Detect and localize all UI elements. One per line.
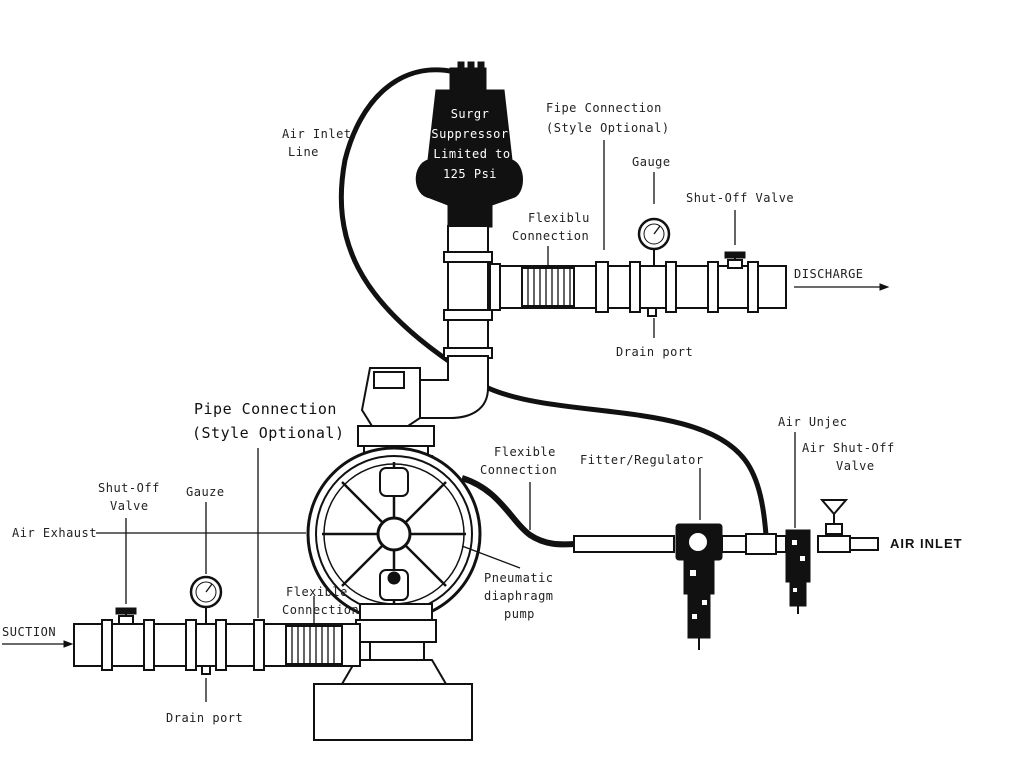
- discharge-line: [489, 217, 787, 317]
- arrow-right-icon: [2, 640, 74, 648]
- flexible-connection-top-label-2: Connection: [512, 229, 589, 243]
- valve-handle-icon: [115, 607, 137, 625]
- pneumatic-diaphragm-pump: [306, 367, 482, 741]
- pneumatic-pump-label-1: Pneumatic: [484, 571, 554, 585]
- flexible-connection-top-label-1: Flexiblu: [528, 211, 590, 225]
- gauge-icon: [637, 217, 671, 266]
- shutoff-valve-left-label-1: Shut-Off: [98, 481, 160, 495]
- flexible-connection-top: [521, 267, 575, 307]
- surge-suppressor-label-1: Surgr: [451, 107, 490, 121]
- surge-suppressor-label-2: Suppressor: [431, 127, 508, 141]
- pipe-connection-top-label-2: (Style Optional): [546, 121, 670, 135]
- suction-label: SUCTION: [2, 625, 56, 639]
- pneumatic-pump-label-3: pump: [504, 607, 535, 621]
- valve-handle-icon: [724, 251, 746, 269]
- filter-regulator: [675, 523, 723, 650]
- surge-suppressor: Surgr Suppressor Limited to 125 Psi: [415, 61, 523, 228]
- flexible-connection-mid-label-2: Connection: [480, 463, 557, 477]
- gauge-top-label: Gauge: [632, 155, 671, 169]
- arrow-right-icon: [794, 283, 890, 291]
- drain-port-top-label: Drain port: [616, 345, 693, 359]
- air-hose-to-pump: [461, 475, 576, 548]
- pipe-connection-left-label-1: Pipe Connection: [194, 400, 337, 418]
- pneumatic-pump-label-2: diaphragm: [484, 589, 554, 603]
- air-shutoff-valve-label-1: Air Shut-Off: [802, 441, 895, 455]
- shutoff-valve-left-label-2: Valve: [110, 499, 149, 513]
- leader-lines: [96, 140, 796, 702]
- surge-suppressor-label-3: Limited to: [433, 147, 510, 161]
- filter-regulator-label: Fitter/Regulator: [580, 453, 704, 467]
- air-injector: [785, 529, 811, 614]
- flexible-connection-low-label-2: Connection: [282, 603, 359, 617]
- flexible-connection-low-label-1: Flexible: [286, 585, 348, 599]
- discharge-label: DISCHARGE: [794, 267, 864, 281]
- air-shutoff-valve: [819, 499, 849, 536]
- air-exhaust-label: Air Exhaust: [12, 526, 97, 540]
- air-inlet-line-label-2: Line: [288, 145, 319, 159]
- pipe-connection-top-label-1: Fipe Connection: [546, 101, 662, 115]
- air-supply-line: [573, 499, 879, 650]
- gauge-icon: [189, 575, 223, 624]
- flexible-connection-low: [285, 625, 343, 665]
- air-injector-label: Air Unjec: [778, 415, 848, 429]
- air-hose-to-injector: [486, 385, 769, 536]
- flexible-connection-mid-label-1: Flexible: [494, 445, 556, 459]
- air-inlet-label: AIR INLET: [890, 536, 963, 551]
- shutoff-valve-top-label: Shut-Off Valve: [686, 191, 794, 205]
- air-inlet-line-label-1: Air Inlet: [282, 127, 352, 141]
- surge-suppressor-label-4: 125 Psi: [443, 167, 497, 181]
- gauge-left-label: Gauze: [186, 485, 225, 499]
- drain-port-left-label: Drain port: [166, 711, 243, 725]
- air-shutoff-valve-label-2: Valve: [836, 459, 875, 473]
- pipe-connection-left-label-2: (Style Optional): [192, 424, 345, 442]
- suction-line: [73, 575, 361, 675]
- air-inlet-line-hose: [338, 67, 456, 365]
- discharge-riser-pipe: [419, 225, 493, 419]
